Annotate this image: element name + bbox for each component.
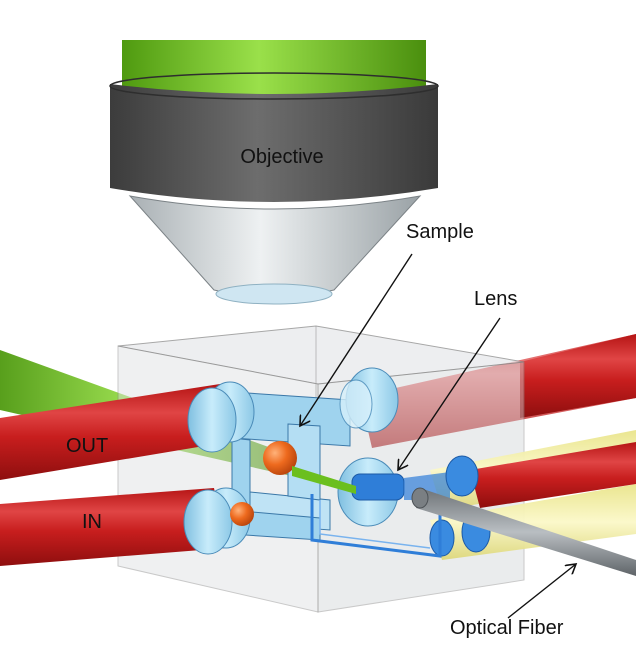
- cube-top: [117, 325, 525, 385]
- tube-back-right: [360, 334, 636, 448]
- optical-fiber: [411, 487, 636, 576]
- annotation-arrows: [300, 253, 576, 619]
- tube-out: [0, 381, 255, 480]
- out-label: OUT: [66, 435, 108, 457]
- objective-rim: [109, 72, 439, 100]
- objective-green-band: [122, 40, 426, 101]
- lens-label: Lens: [474, 288, 517, 310]
- lens-arrow: [398, 317, 501, 470]
- lens-element: [351, 473, 405, 501]
- tube-right-lower: [470, 442, 636, 508]
- sample-sphere-lower: [230, 502, 254, 526]
- lens-assembly: [310, 455, 491, 558]
- objective-front-lens: [215, 283, 333, 305]
- objective-label: Objective: [240, 146, 323, 168]
- optical-fiber-arrow: [507, 564, 576, 619]
- in-label: IN: [82, 511, 102, 533]
- objective-body: [110, 84, 438, 202]
- sample-arrow: [300, 253, 413, 426]
- green-beam-inner: [292, 466, 356, 494]
- objective: [109, 40, 439, 305]
- sample-label: Sample: [406, 221, 474, 243]
- collar-back-right: [339, 367, 399, 433]
- objective-cone: [128, 195, 422, 298]
- sample-sphere-upper: [263, 441, 297, 475]
- optical-fiber-label: Optical Fiber: [450, 617, 564, 639]
